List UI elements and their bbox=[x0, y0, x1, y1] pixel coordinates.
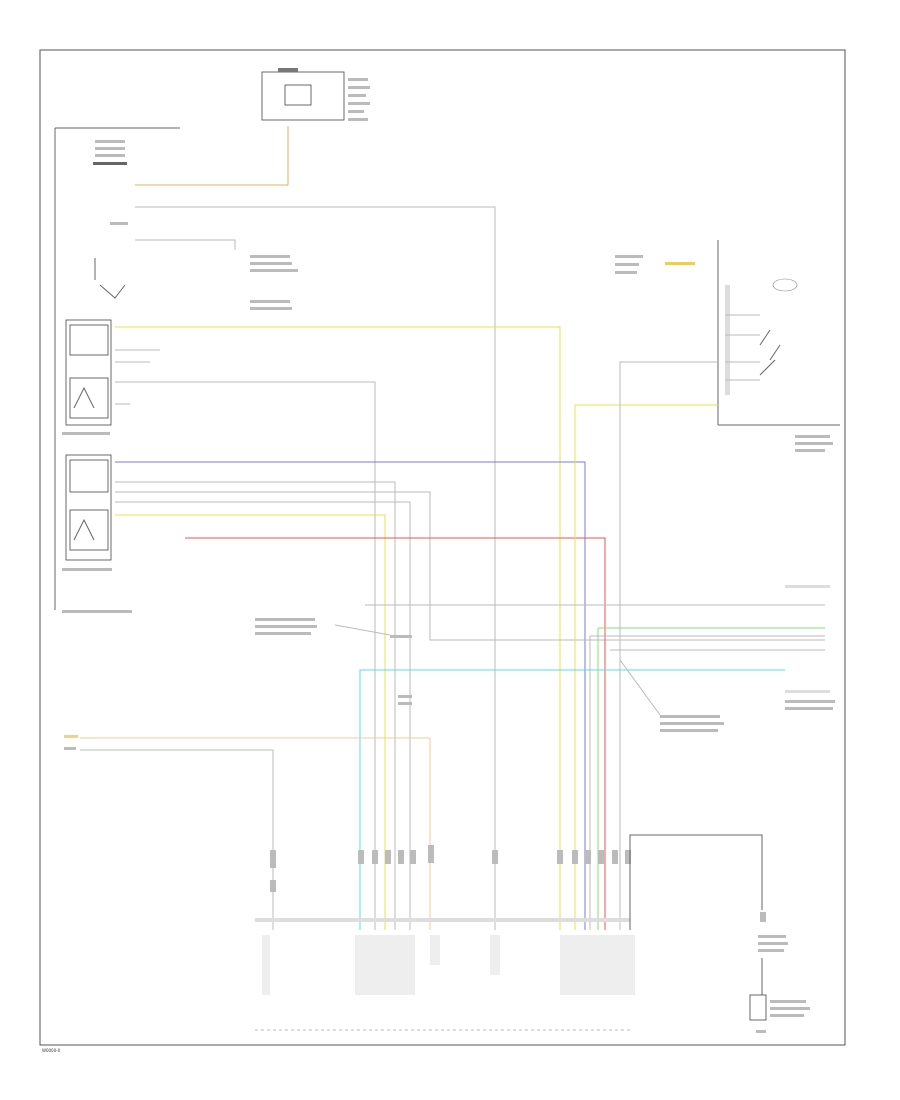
wire-blue bbox=[115, 461, 586, 930]
wire-orange-fuse bbox=[135, 126, 289, 186]
fuse-block bbox=[261, 68, 370, 121]
module-right-upper bbox=[615, 240, 840, 452]
module-left-upper bbox=[65, 319, 112, 426]
wire-red bbox=[185, 537, 606, 930]
wire-yellow-upper bbox=[115, 326, 561, 930]
relay-area bbox=[94, 222, 298, 310]
wire-yellow-lower bbox=[115, 514, 386, 930]
wire-gray-mid bbox=[115, 381, 376, 930]
module-bottom-right bbox=[629, 834, 810, 1033]
label-block-upper-left bbox=[54, 127, 180, 610]
footer-code: W0000-0 bbox=[42, 1048, 61, 1053]
connector-right-lower bbox=[785, 585, 835, 710]
module-left-lower bbox=[65, 454, 112, 561]
diagram-frame bbox=[39, 49, 846, 1046]
bottom-connector bbox=[255, 918, 635, 1031]
wire-gray-long bbox=[135, 206, 496, 930]
wire-green bbox=[597, 627, 825, 930]
wire-cyan bbox=[359, 669, 785, 930]
wire-orange-lower bbox=[80, 737, 431, 930]
wire-yellow-right bbox=[574, 404, 718, 930]
